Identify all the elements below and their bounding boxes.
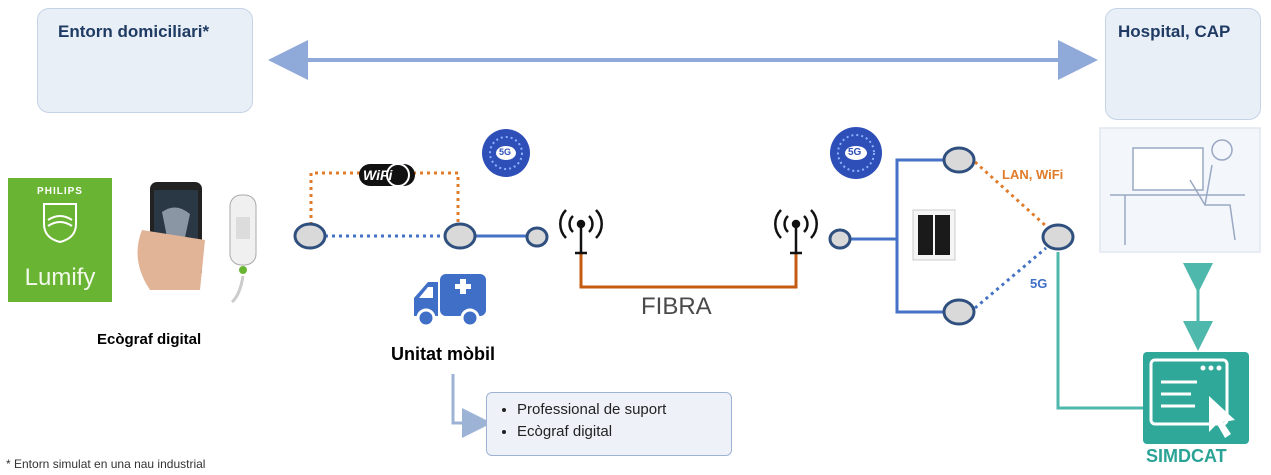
5g-badge-icon xyxy=(482,129,530,177)
5g-link-label: 5G xyxy=(1030,276,1048,291)
list-item: Professional de suport xyxy=(517,399,731,421)
lumify-logo: PHILIPS Lumify xyxy=(8,178,112,302)
simdcat-logo xyxy=(1143,352,1249,444)
node xyxy=(828,228,852,250)
philips-brand: PHILIPS xyxy=(37,186,83,197)
blue-bus xyxy=(895,158,944,314)
simdcat-label: SIMDCAT xyxy=(1146,446,1227,466)
node xyxy=(525,226,549,248)
lan-wifi-label: LAN, WiFi xyxy=(1002,167,1064,182)
wifi-logo-icon xyxy=(359,163,415,187)
lan-wifi-link xyxy=(973,160,1048,228)
ecograf-label: Ecògraf digital xyxy=(97,331,202,348)
home-title: Entorn domiciliari* xyxy=(58,22,210,41)
fibra-label: FIBRA xyxy=(641,293,712,320)
node xyxy=(1041,223,1075,251)
unit-to-list-arrow xyxy=(451,374,492,438)
5g-badge-label: 5G xyxy=(848,147,862,158)
g5-link xyxy=(974,246,1047,310)
fibra-link xyxy=(579,254,798,289)
node xyxy=(942,298,976,326)
5g-badge-label: 5G xyxy=(499,147,512,157)
server-icon xyxy=(912,209,956,261)
home-environment-box xyxy=(37,8,253,113)
wifi-link xyxy=(309,171,460,232)
teal-link xyxy=(1056,252,1143,410)
lumify-brand: Lumify xyxy=(24,264,96,291)
node xyxy=(942,146,976,174)
hospital-title: Hospital, CAP xyxy=(1118,22,1231,41)
footnote: * Entorn simulat en una nau industrial xyxy=(6,457,206,471)
mobile-unit-label: Unitat mòbil xyxy=(391,344,495,364)
simdcat-screen-icon xyxy=(1149,358,1235,438)
ultrasound-device-icon xyxy=(126,178,257,304)
antenna-icon xyxy=(774,209,818,255)
ambulance-icon xyxy=(414,274,486,328)
support-list-box: Professional de suport Ecògraf digital xyxy=(486,392,732,456)
list-item: Ecògraf digital xyxy=(517,421,731,443)
hospital-box xyxy=(1105,8,1261,120)
5g-badge-icon xyxy=(830,127,882,179)
support-list: Professional de suport Ecògraf digital xyxy=(487,399,731,443)
philips-shield-icon xyxy=(43,203,77,244)
node xyxy=(293,222,327,250)
node xyxy=(443,222,477,250)
doctor-desk-icon xyxy=(1099,127,1261,253)
wifi-logo-text: WiFi xyxy=(363,167,393,183)
antenna-icon xyxy=(559,209,603,255)
